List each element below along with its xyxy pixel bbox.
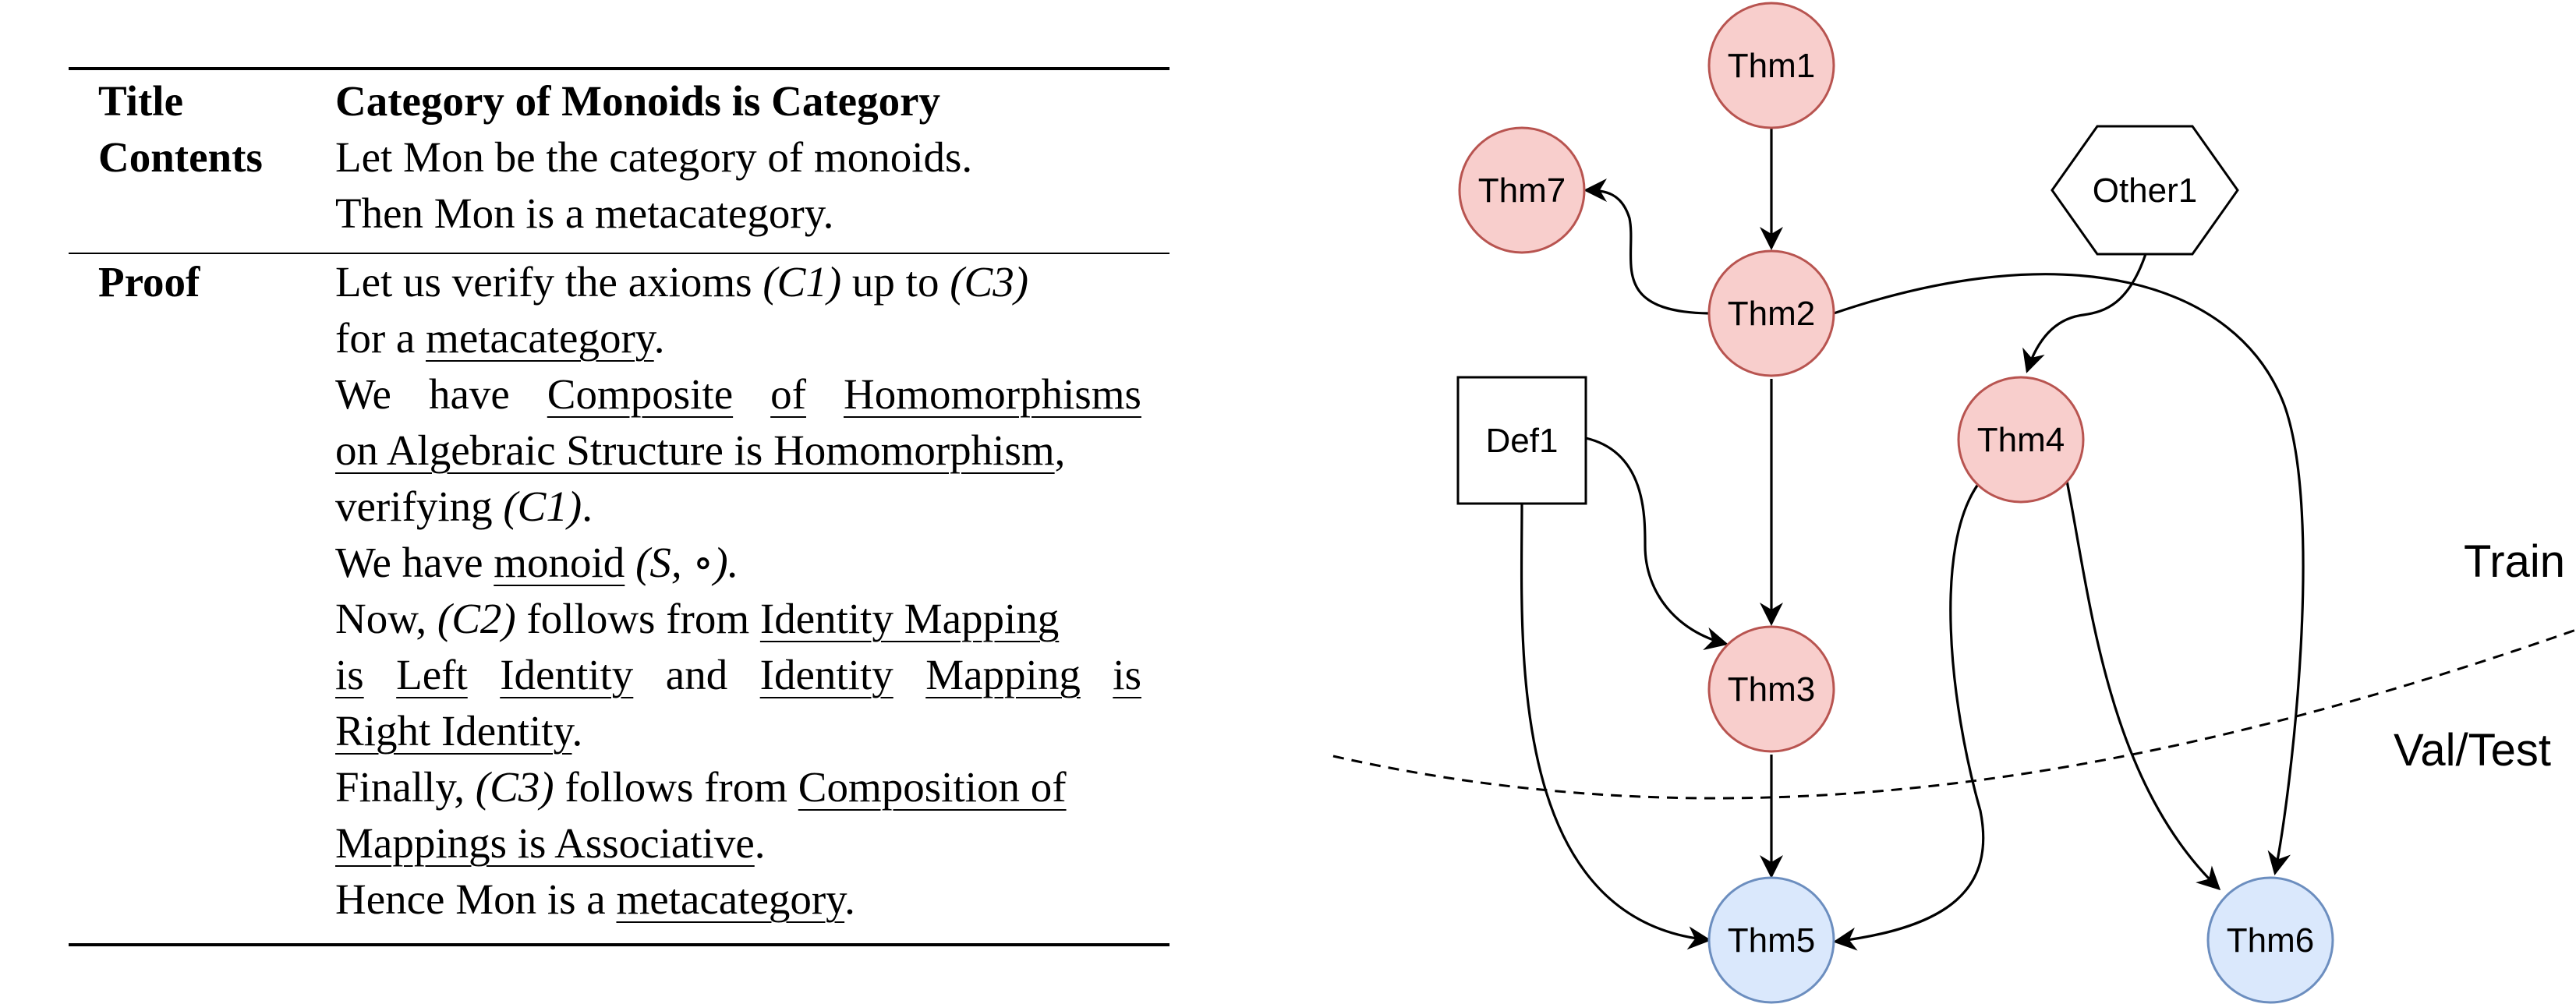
label-thm6: Thm6: [2227, 921, 2314, 960]
proof-line-1: Let us verify the axioms (C1) up to (C3): [335, 258, 1029, 306]
node-thm2[interactable]: [1707, 249, 1835, 377]
edge-thm4-thm6: [2065, 476, 2221, 891]
link-metacategory-2[interactable]: metacategory: [616, 875, 845, 923]
proof-line-6: We have monoid (S, ∘).: [335, 539, 739, 586]
proof-label: Proof: [98, 258, 200, 306]
link-identity-3[interactable]: Left: [396, 651, 468, 698]
node-thm1[interactable]: [1707, 2, 1835, 129]
link-identity-7[interactable]: is: [1113, 651, 1141, 698]
label-thm2: Thm2: [1728, 295, 1815, 333]
edge-thm4-thm5: [1833, 483, 1985, 951]
node-thm3[interactable]: [1707, 625, 1835, 753]
label-thm3: Thm3: [1728, 670, 1815, 709]
link-composite-4[interactable]: on Algebraic Structure is Homomorphism: [335, 426, 1055, 474]
node-other1[interactable]: [2051, 125, 2239, 256]
node-def1[interactable]: [1456, 376, 1587, 505]
link-composition-2[interactable]: Mappings is Associative: [335, 819, 755, 867]
proof-text: Let us verify the axioms (C1) up to (C3)…: [335, 254, 1141, 928]
link-identity-4[interactable]: Identity: [500, 651, 634, 698]
region-valtest-label: Val/Test: [2394, 725, 2551, 776]
proof-line-9: Right Identity.: [335, 707, 583, 755]
title-text: Category of Monoids is Category: [335, 77, 940, 125]
edge-other1-thm4: [2022, 253, 2147, 373]
table-top-rule: [69, 67, 1169, 70]
link-composite-3[interactable]: Homomorphisms: [843, 370, 1141, 418]
proof-line-4: on Algebraic Structure is Homomorphism,: [335, 426, 1066, 474]
edge-thm2-thm6: [1833, 273, 2305, 875]
label-thm7: Thm7: [1478, 171, 1566, 210]
label-other1: Other1: [2093, 171, 2198, 210]
link-monoid[interactable]: monoid: [494, 539, 625, 586]
contents-text: Let Mon be the category of monoids. Then…: [335, 129, 1141, 242]
node-thm4[interactable]: [1957, 376, 2085, 504]
proof-line-7: Now, (C2) follows from Identity Mapping: [335, 595, 1060, 642]
link-composition-1[interactable]: Composition of: [798, 763, 1067, 811]
label-thm5: Thm5: [1728, 921, 1815, 960]
proof-line-12: Hence Mon is a metacategory.: [335, 875, 855, 923]
proof-line-2: for a metacategory.: [335, 314, 665, 362]
contents-line-2: Then Mon is a metacategory.: [335, 189, 834, 237]
edge-def1-thm3: [1585, 437, 1729, 650]
edge-def1-thm5: [1520, 503, 1711, 950]
label-thm4: Thm4: [1977, 421, 2065, 459]
table-bottom-rule: [69, 943, 1169, 946]
label-def1: Def1: [1486, 422, 1559, 460]
edge-thm2-thm7: [1583, 179, 1710, 315]
link-identity-6[interactable]: Mapping: [925, 651, 1081, 698]
proof-line-10: Finally, (C3) follows from Composition o…: [335, 763, 1067, 811]
link-identity-2[interactable]: is: [335, 651, 364, 698]
label-thm1: Thm1: [1728, 47, 1815, 85]
link-right-identity[interactable]: Right Identity: [335, 707, 572, 755]
node-thm6[interactable]: [2206, 876, 2334, 1004]
contents-line-1: Let Mon be the category of monoids.: [335, 133, 973, 181]
node-thm7[interactable]: [1458, 126, 1586, 254]
table-mid-rule: [69, 253, 1169, 254]
region-train-label: Train: [2464, 536, 2565, 587]
link-composite-2[interactable]: of: [770, 370, 806, 418]
link-composite-1[interactable]: Composite: [547, 370, 734, 418]
contents-label: Contents: [98, 133, 263, 181]
proof-line-11: Mappings is Associative.: [335, 819, 766, 867]
link-metacategory[interactable]: metacategory: [426, 314, 654, 362]
link-identity-1[interactable]: Identity Mapping: [759, 595, 1060, 642]
title-label: Title: [98, 77, 183, 125]
link-identity-5[interactable]: Identity: [759, 651, 893, 698]
split-dashed-line: [1332, 628, 2576, 800]
node-thm5[interactable]: [1707, 876, 1835, 1004]
proof-line-5: verifying (C1).: [335, 483, 593, 530]
